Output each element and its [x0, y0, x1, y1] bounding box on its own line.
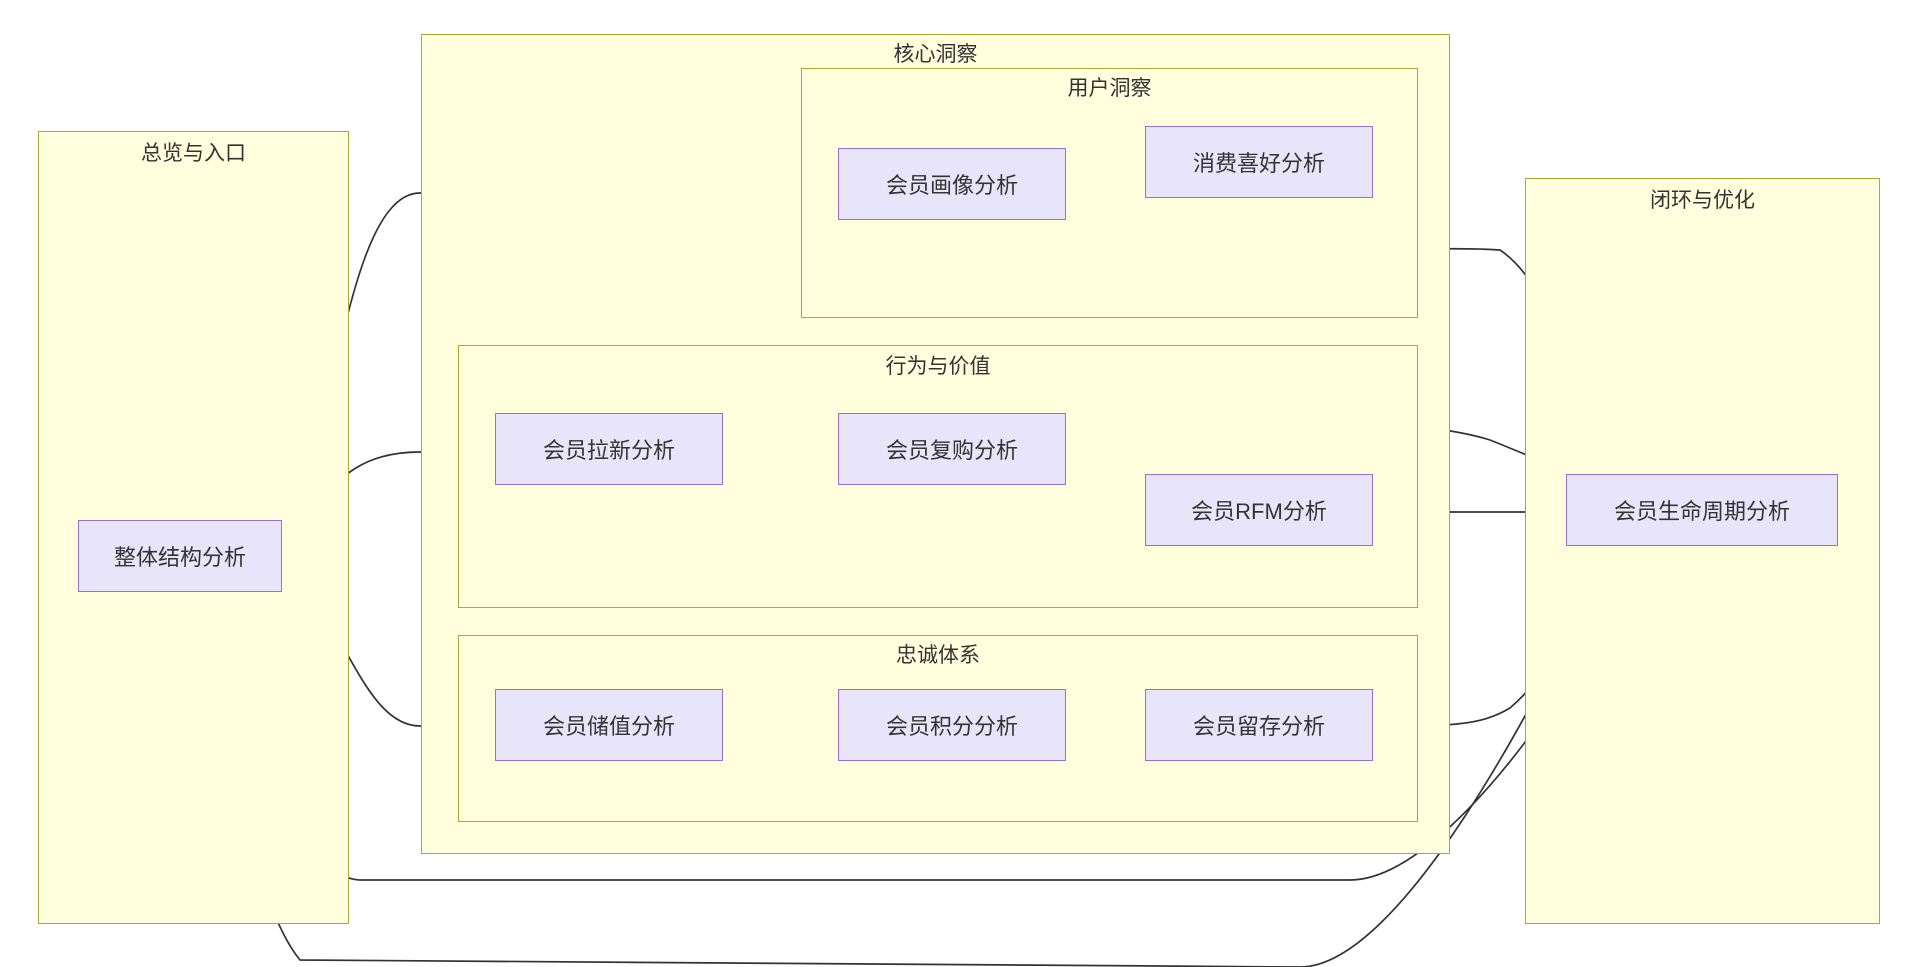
node-retain[interactable]: 会员留存分析: [1145, 689, 1373, 761]
node-repurch[interactable]: 会员复购分析: [838, 413, 1066, 485]
cluster-label-core-insight: 核心洞察: [893, 43, 978, 66]
node-lifecycle[interactable]: 会员生命周期分析: [1566, 474, 1838, 546]
node-points[interactable]: 会员积分分析: [838, 689, 1066, 761]
cluster-closed-loop: [1525, 178, 1880, 924]
node-acquire[interactable]: 会员拉新分析: [495, 413, 723, 485]
cluster-label-behavior-value: 行为与价值: [885, 355, 991, 378]
node-rfm[interactable]: 会员RFM分析: [1145, 474, 1373, 546]
cluster-label-closed-loop: 闭环与优化: [1650, 189, 1755, 212]
node-overall[interactable]: 整体结构分析: [78, 520, 282, 592]
cluster-label-overview: 总览与入口: [141, 142, 246, 165]
cluster-label-loyalty-system: 忠诚体系: [896, 644, 980, 667]
cluster-label-user-insight: 用户洞察: [1067, 77, 1152, 100]
node-stored[interactable]: 会员储值分析: [495, 689, 723, 761]
node-prefer[interactable]: 消费喜好分析: [1145, 126, 1373, 198]
node-profile[interactable]: 会员画像分析: [838, 148, 1066, 220]
